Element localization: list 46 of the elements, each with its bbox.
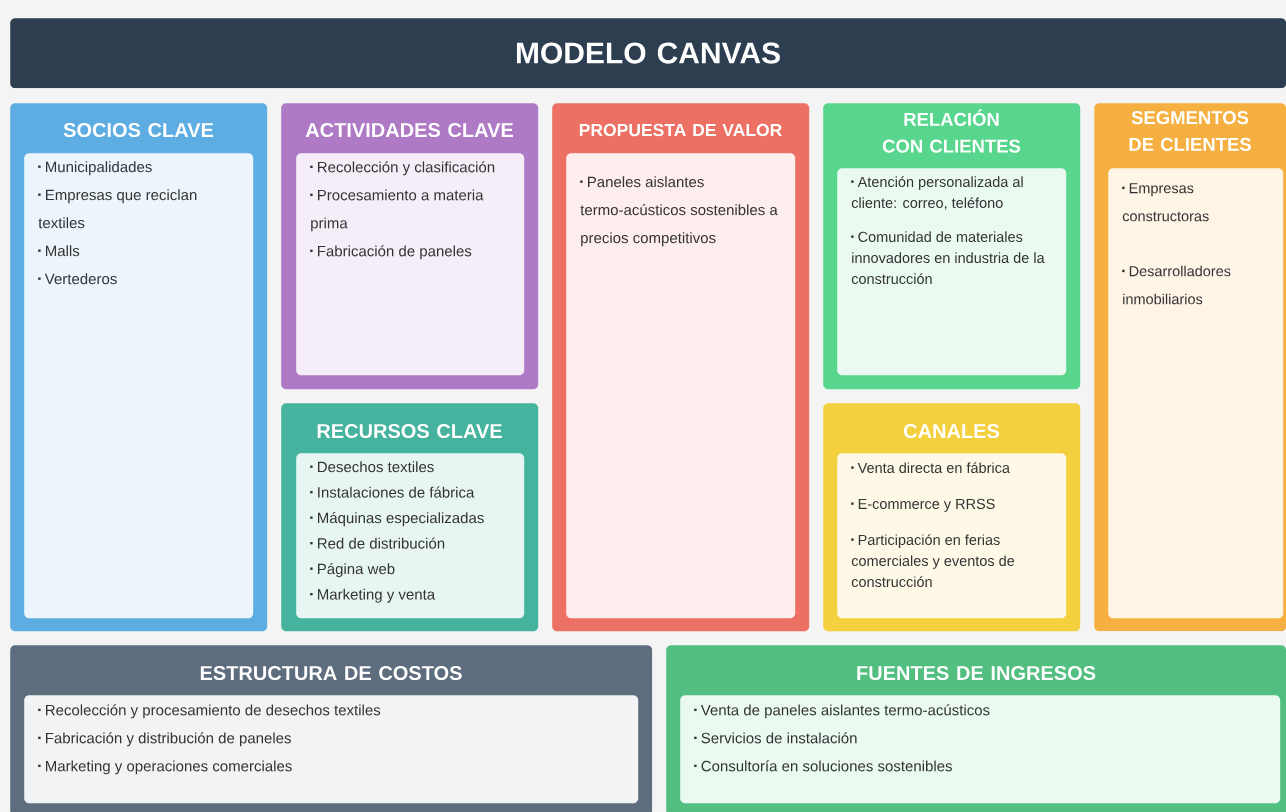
section-heading: CANALES bbox=[904, 423, 1000, 439]
list-item: Red de distribución bbox=[310, 537, 445, 549]
list-item: Página web bbox=[310, 563, 395, 578]
section-heading: ESTRUCTURA DE COSTOS bbox=[200, 665, 462, 681]
list-item: Vertederos bbox=[38, 273, 117, 285]
list-item: Recolección y procesamiento de desechos textiles bbox=[38, 704, 381, 719]
list-item: Recolección y clasificación bbox=[310, 161, 495, 176]
section-heading: SEGMENTOS DE CLIENTES bbox=[1129, 111, 1251, 151]
list-item: Máquinas especializadas bbox=[310, 512, 484, 527]
section-heading: PROPUESTA DE VALOR bbox=[579, 123, 782, 137]
list-item: Participación en ferias comerciales y eventos de construcción bbox=[851, 534, 1015, 588]
list-item: Venta directa en fábrica bbox=[851, 462, 1010, 474]
list-item: Empresas que reciclan textiles bbox=[38, 189, 197, 229]
content-card bbox=[566, 153, 796, 619]
section-heading: RELACIÓN CON CLIENTES bbox=[882, 109, 1021, 153]
content-card bbox=[24, 153, 254, 619]
list-item: Fabricación de paneles bbox=[310, 245, 472, 260]
section-heading: ACTIVIDADES CLAVE bbox=[305, 122, 513, 138]
list-item: Procesamiento a materia prima bbox=[310, 189, 484, 232]
list-item: Atención personalizada al cliente: correo, teléfono bbox=[851, 176, 1023, 210]
content-card bbox=[837, 168, 1067, 376]
list-item: Fabricación y distribución de paneles bbox=[38, 732, 291, 747]
list-item: Desarrolladores inmobiliarios bbox=[1122, 265, 1231, 305]
list-item: Desechos textiles bbox=[310, 461, 434, 473]
section-heading: RECURSOS CLAVE bbox=[317, 423, 502, 439]
title: MODELO CANVAS bbox=[516, 42, 780, 64]
content-card bbox=[296, 153, 525, 376]
content-card bbox=[24, 695, 639, 804]
list-item: E-commerce y RRSS bbox=[851, 498, 995, 512]
content-card bbox=[296, 453, 525, 619]
list-item: Comunidad de materiales innovadores en industria de la construcción bbox=[851, 231, 1045, 284]
section-heading: SOCIOS CLAVE bbox=[63, 122, 214, 138]
list-item: Venta de paneles aislantes termo-acústicos bbox=[694, 704, 990, 719]
list-item: Consultoría en soluciones sostenibles bbox=[694, 760, 952, 772]
list-item: Marketing y venta bbox=[310, 588, 436, 603]
list-item: Malls bbox=[38, 245, 80, 257]
list-item: Empresas constructoras bbox=[1122, 183, 1209, 222]
content-card bbox=[1108, 168, 1284, 619]
section-heading: FUENTES DE INGRESOS bbox=[857, 665, 1096, 681]
content-card bbox=[837, 453, 1067, 619]
list-item: Paneles aislantes termo-acústicos sostenibles a precios competitivos bbox=[580, 176, 778, 247]
list-item: Marketing y operaciones comerciales bbox=[38, 760, 292, 775]
list-item: Servicios de instalación bbox=[694, 732, 857, 744]
content-card bbox=[680, 695, 1281, 804]
list-item: Municipalidades bbox=[38, 161, 152, 176]
list-item: Instalaciones de fábrica bbox=[310, 486, 475, 498]
